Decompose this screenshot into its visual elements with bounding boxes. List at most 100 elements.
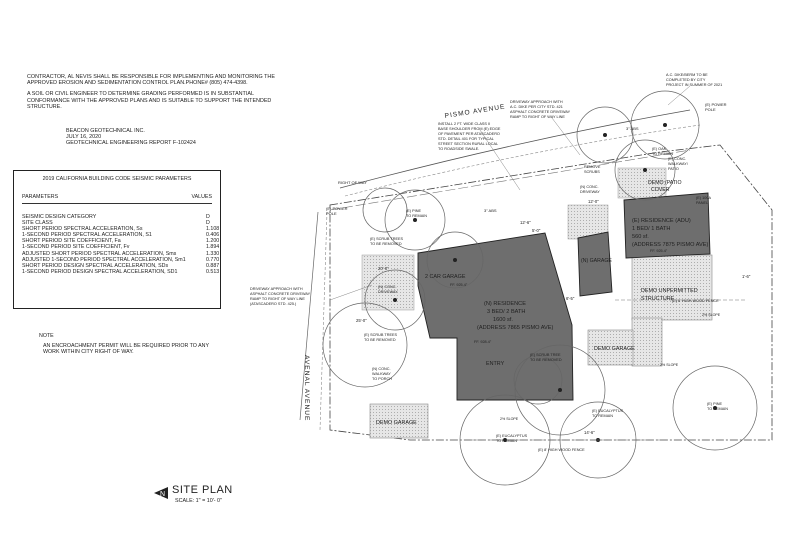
note-body-line: WORK WITHIN CITY RIGHT OF WAY.	[43, 349, 134, 356]
demo-patio-label: DEMO (PATIO	[648, 180, 682, 186]
geotech-line: GEOTECHNICAL ENGINEERING REPORT F-102424	[66, 140, 196, 147]
tree-canopy	[426, 231, 484, 289]
geotech-line: JULY 16, 2020	[66, 134, 102, 141]
seismic-parameters-table: 2019 CALIFORNIA BUILDING CODE SEISMIC PA…	[13, 170, 221, 309]
demo-garage-b	[369, 403, 429, 439]
dimension: 14'-6"	[584, 430, 595, 435]
north-label: N	[160, 491, 165, 498]
dimension: 1'-6"	[742, 274, 751, 279]
driveway-label: DRIVEWAY	[378, 290, 398, 294]
tree-trunk	[643, 168, 647, 172]
tree-note: SCRUBS	[584, 170, 600, 174]
note-line: APPROVED EROSION AND SEDIMENTATION CONTR…	[27, 80, 248, 87]
power-pole-label: (E) POWER	[705, 102, 727, 107]
tree-note: (E) OAK	[652, 147, 667, 151]
seismic-parameter: SHORT PERIOD SITE COEFFICIENT, Fa	[22, 238, 121, 245]
driveway-label: (N) CONC.	[378, 285, 397, 289]
tree-trunk	[393, 298, 397, 302]
tree-canopy	[576, 106, 634, 164]
residence-label: (N) RESIDENCE	[484, 301, 526, 307]
tree-note: TO REMAIN	[496, 439, 517, 443]
seismic-parameter: SEISMIC DESIGN CATEGORY	[22, 214, 97, 220]
driveway-left-note: (ATASCADERO STD. 425.)	[250, 302, 297, 306]
power-pole-label: (E) POWER	[326, 206, 348, 211]
adu-label: 560 sf.	[632, 234, 649, 240]
shoulder-note: INSTALL 2 FT. WIDE CLASS II	[438, 122, 490, 126]
tree-note: (E) SCRUB TREE	[530, 353, 561, 357]
note-line: STRUCTURE.	[27, 103, 62, 110]
scale-label: SCALE: 1" = 10'- 0"	[175, 498, 222, 504]
residence-label: (ADDRESS 7865 PISMO AVE)	[477, 325, 554, 331]
seismic-value: 0.513	[206, 268, 220, 275]
walkway-note: WALKWAY	[372, 372, 391, 376]
adu-label: (E) RESIDENCE (ADU)	[632, 218, 691, 224]
walkway-label: PATIO	[668, 167, 679, 171]
adu-label: 1 BED/ 1 BATH	[632, 226, 670, 232]
note-line: CONFORMANCE WITH THE APPROVED PLANS AND …	[27, 97, 272, 104]
driveway-label: (N) CONC.	[580, 185, 599, 189]
tree-trunk	[663, 123, 667, 127]
right-of-way-line	[329, 149, 691, 211]
shoulder-note: OF PAVEMENT PER ATASCADERO	[438, 132, 500, 136]
shoulder-note: TO ROADSIDE SWALE.	[438, 147, 479, 151]
tree-trunk	[413, 218, 417, 222]
seismic-parameter: ADJUSTED SHORT PERIOD SPECTRAL ACCELERAT…	[22, 250, 177, 257]
seismic-row: SEISMIC DESIGN CATEGORY D	[22, 214, 212, 220]
ac-dike-note: A.C. DIKE/BERM TO BE	[666, 73, 708, 77]
seismic-row: ADJUSTED SHORT PERIOD SPECTRAL ACCELERAT…	[22, 250, 219, 257]
right-of-way-label: RIGHT OF WAY	[338, 180, 367, 185]
note-body-line: AN ENCROACHMENT PERMIT WILL BE REQUIRED …	[43, 343, 209, 350]
tree-note: (E) SCRUB TREES	[364, 333, 398, 337]
panel-label: (E) 100A	[696, 196, 711, 200]
demo-unpermitted-label: STRUCTURE	[641, 296, 675, 302]
tree-trunk	[453, 258, 457, 262]
ac-dike-note: PROJECT IN SUMMER OF 2021	[666, 83, 722, 87]
walkway-label: WALKWAY/	[668, 162, 689, 166]
tree-trunks	[393, 123, 717, 442]
dimension: 6'-5"	[566, 296, 575, 301]
dimension: 20'-0"	[378, 266, 389, 271]
n-garage-label: (N) GARAGE	[581, 258, 612, 264]
tree-canopy	[364, 269, 426, 331]
tree-trunk	[503, 438, 507, 442]
abs-label: 3" ABS	[484, 208, 497, 213]
demo-garage-label: DEMO GARAGE	[594, 346, 635, 352]
tree-note: (E) EUCALYPTUS	[592, 409, 624, 413]
power-pole-label: POLE	[705, 107, 716, 112]
tree-canopy	[630, 90, 700, 160]
tree-trunk	[713, 406, 717, 410]
shoulder-note: BASE SHOULDER FROM (E) EDGE	[438, 127, 501, 131]
property-line	[329, 144, 773, 441]
geotech-line: BEACON GEOTECHNICAL INC.	[66, 128, 145, 134]
tree-note: (E) EUCALYPTUS	[496, 434, 528, 438]
new-garage	[577, 231, 613, 297]
demo-garage-label: DEMO GARAGE	[376, 420, 417, 426]
seismic-value: D	[206, 214, 210, 220]
entry-label: ENTRY	[486, 361, 505, 367]
driveway-left-note: DRIVEWAY APPROACH WITH	[250, 287, 303, 291]
dimension: 12'-6"	[520, 220, 531, 225]
seismic-row: ADJUSTED 1-SECOND PERIOD SPECTRAL ACCELE…	[22, 257, 219, 263]
finish-floor: FF. 925.4"	[650, 249, 668, 253]
tree-note: TO REMAIN	[592, 414, 613, 418]
adu-residence	[623, 192, 711, 259]
street-pismo: PISMO AVENUE	[444, 103, 506, 120]
driveway-note: ASPHALT CONCRETE DRIVEWAY	[510, 110, 571, 114]
shoulder-note: STREET SECTION RURAL LOCAL	[438, 142, 498, 146]
seismic-value: 0.887	[206, 262, 220, 269]
shoulder-note: STD. DETAIL 401 FOR TYPICAL	[438, 137, 494, 141]
seismic-value: 0.406	[206, 232, 220, 239]
residence-label: 3 BED/ 2 BATH	[487, 309, 525, 315]
seismic-parameter: SITE CLASS	[22, 220, 53, 227]
dimension: 25'-0"	[356, 318, 367, 323]
tree-canopy	[322, 302, 408, 388]
walkway-label: (E) CONC.	[668, 157, 686, 161]
seismic-value: 1.330	[206, 250, 220, 257]
seismic-table-header: PARAMETERS VALUES	[22, 194, 212, 204]
seismic-value: 0.770	[206, 256, 220, 263]
tree-canopy	[672, 365, 758, 451]
